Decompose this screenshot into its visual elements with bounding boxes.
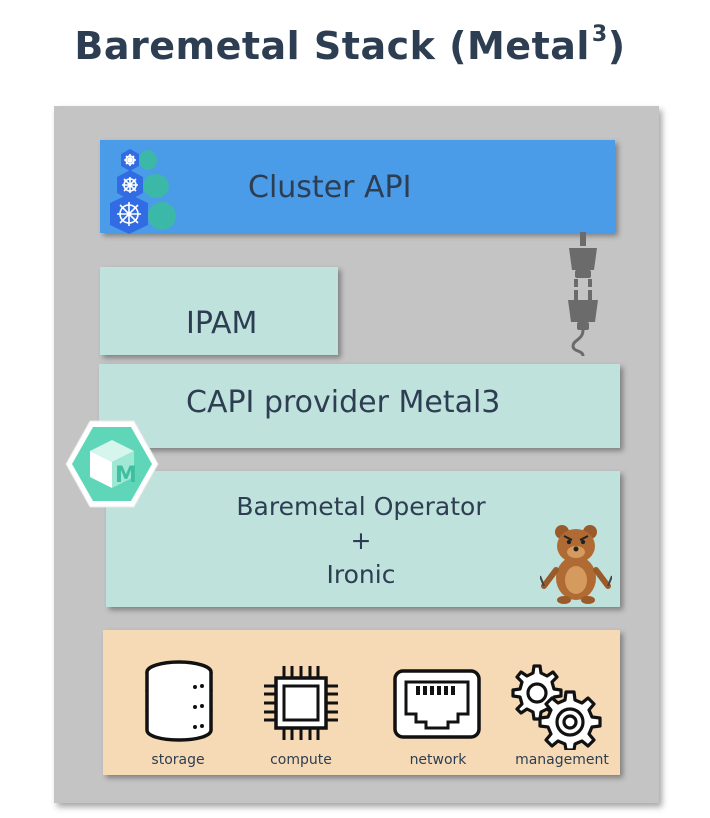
title-close: ) — [607, 24, 626, 68]
compute-label: compute — [270, 752, 332, 768]
metal3-cube-logo-icon: M — [65, 420, 159, 508]
cluster-api-layer — [100, 140, 615, 233]
ethernet-port-icon — [393, 669, 481, 739]
baremetal-operator-label: Baremetal Operator — [236, 492, 486, 521]
baremetal-operator-text: Baremetal Operator + Ironic — [206, 490, 516, 592]
ipam-label: IPAM — [186, 306, 258, 341]
cpu-chip-icon — [264, 666, 338, 740]
title-main: Baremetal Stack (Metal — [74, 24, 590, 68]
storage-label: storage — [151, 752, 205, 768]
cluster-api-label: Cluster API — [248, 170, 412, 205]
network-label: network — [409, 752, 467, 768]
database-icon — [145, 660, 213, 742]
kubernetes-turtle-stack-icon — [110, 149, 176, 234]
title-superscript: 3 — [591, 22, 608, 47]
ipam-layer — [100, 267, 338, 355]
capi-provider-label: CAPI provider Metal3 — [186, 385, 501, 420]
capi-provider-layer — [99, 364, 620, 448]
svg-text:M: M — [115, 463, 137, 488]
gears-icon — [511, 664, 602, 750]
plug-connector-icon — [568, 232, 598, 356]
management-label: management — [515, 752, 609, 768]
ironic-bear-mascot-icon — [540, 525, 612, 604]
page-title: Baremetal Stack (Metal3) — [0, 22, 700, 68]
plus-sign: + — [350, 526, 372, 555]
ironic-label: Ironic — [326, 560, 396, 589]
baremetal-operator-layer — [106, 471, 620, 607]
